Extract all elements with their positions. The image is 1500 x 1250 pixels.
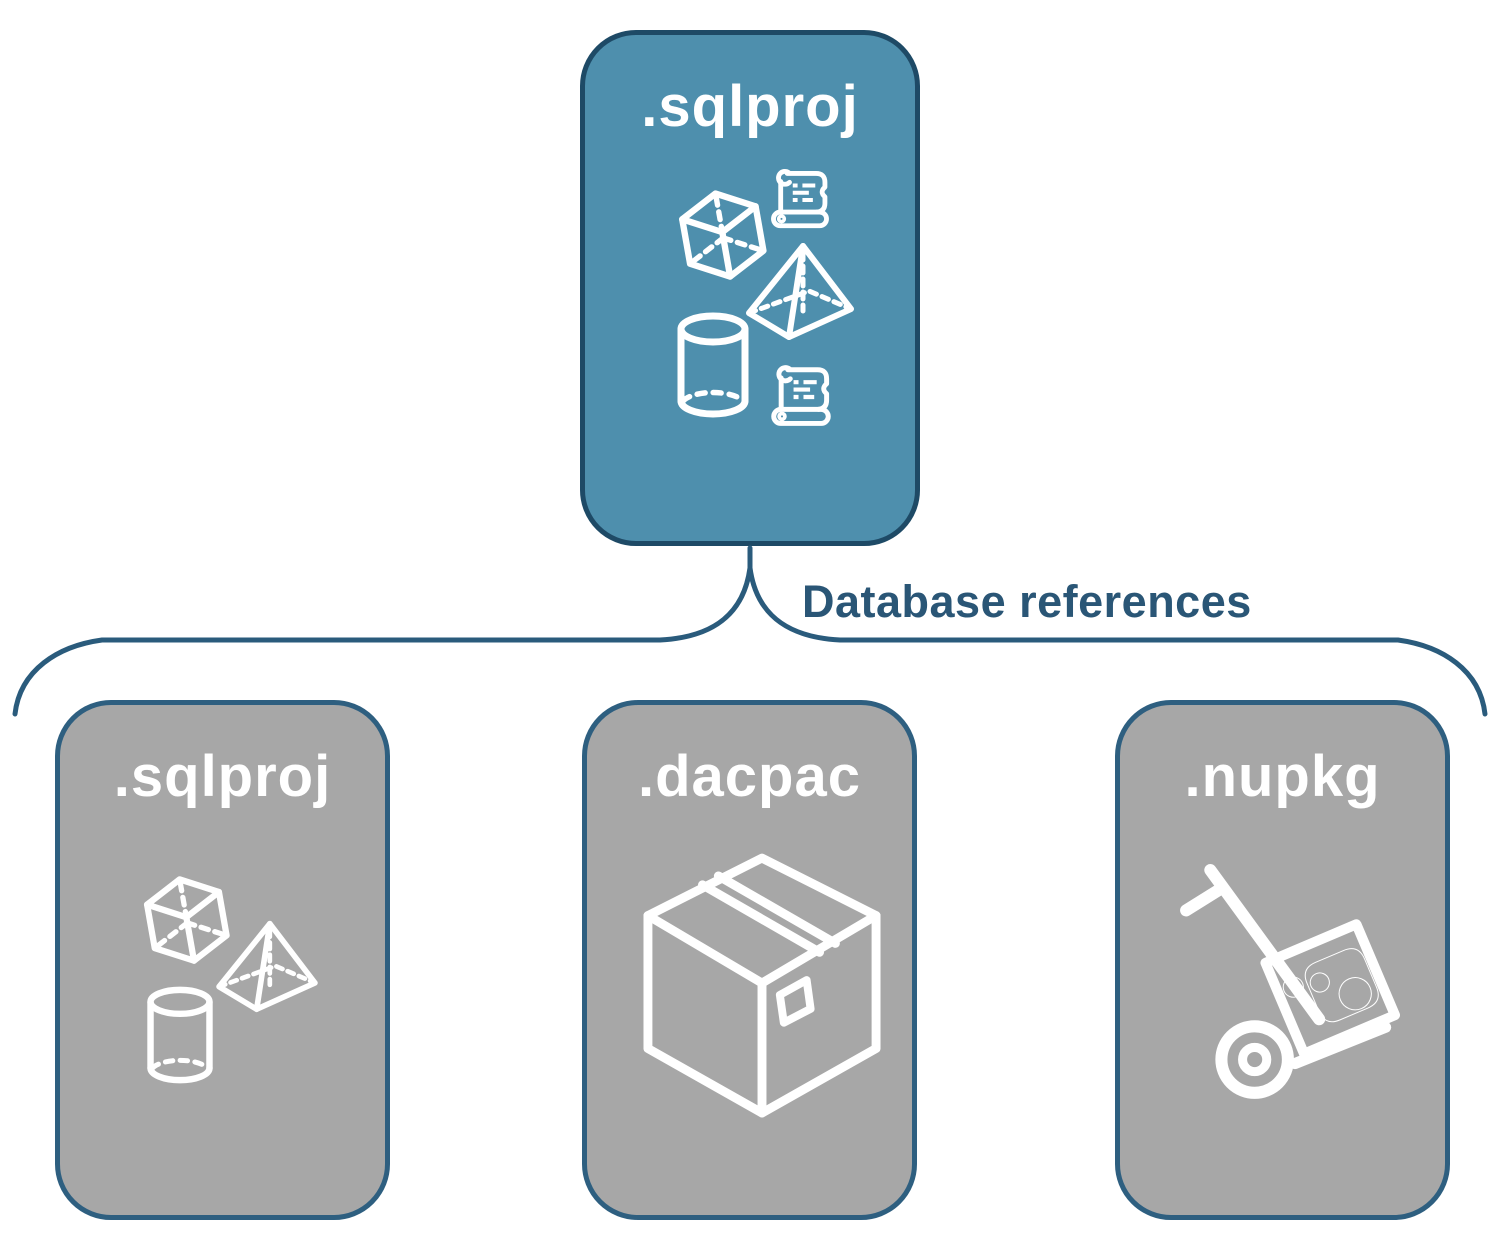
child-card-sqlproj: .sqlproj bbox=[55, 700, 390, 1220]
child-card-nupkg: .nupkg bbox=[1115, 700, 1450, 1220]
nuget-handtruck-icon bbox=[1174, 858, 1426, 1122]
package-box-icon bbox=[641, 853, 883, 1121]
cylinder-icon bbox=[675, 311, 751, 419]
child-card-title: .sqlproj bbox=[113, 744, 332, 809]
child-card-title: .dacpac bbox=[638, 744, 861, 809]
pyramid-icon bbox=[215, 919, 319, 1013]
scroll-icon bbox=[763, 359, 839, 435]
parent-card-title: .sqlproj bbox=[641, 74, 859, 139]
scroll-icon bbox=[763, 163, 837, 237]
pyramid-icon bbox=[745, 241, 855, 341]
child-card-dacpac: .dacpac bbox=[582, 700, 917, 1220]
child-card-title: .nupkg bbox=[1184, 744, 1381, 809]
cylinder-icon bbox=[145, 985, 215, 1085]
parent-card-sqlproj: .sqlproj bbox=[580, 30, 920, 546]
connector-label: Database references bbox=[802, 576, 1252, 627]
